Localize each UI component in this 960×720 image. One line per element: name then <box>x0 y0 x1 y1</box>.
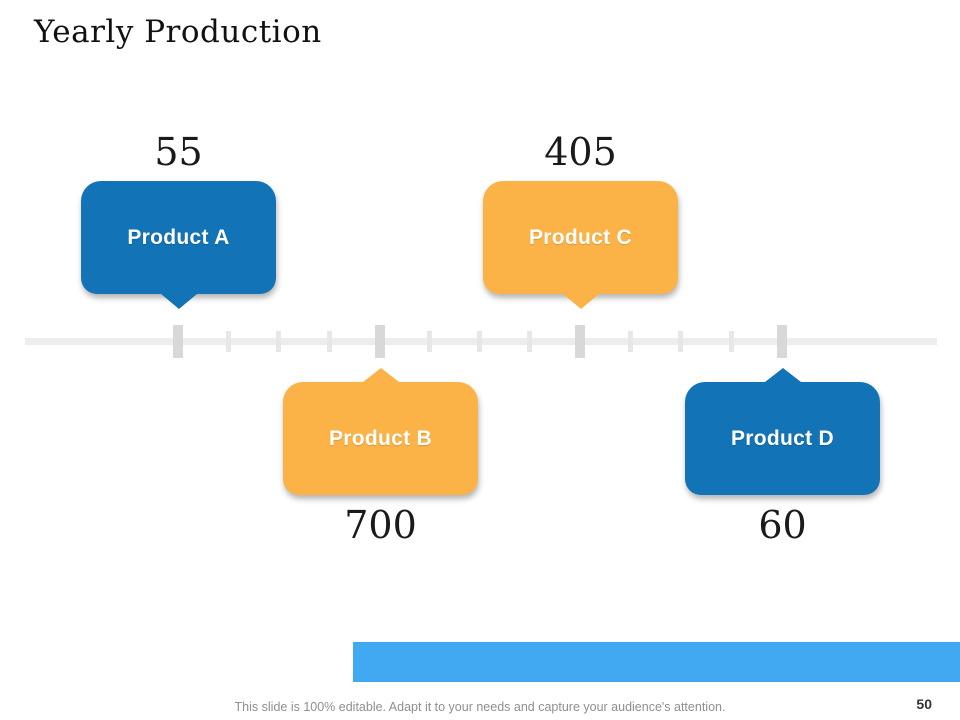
timeline-major-tick <box>575 325 585 358</box>
callout-product-d[interactable]: Product D <box>685 368 880 495</box>
value-product-b: 700 <box>344 503 417 547</box>
callout-tail-up-icon <box>764 368 801 382</box>
callout-product-b[interactable]: Product B <box>283 368 478 495</box>
page-title: Yearly Production <box>34 14 322 50</box>
value-product-c: 405 <box>544 130 617 174</box>
timeline-major-tick <box>173 325 183 358</box>
timeline-minor-tick <box>678 331 683 352</box>
callout-product-a[interactable]: Product A <box>81 181 276 309</box>
timeline-minor-tick <box>527 331 532 352</box>
timeline-minor-tick <box>327 331 332 352</box>
timeline-minor-tick <box>427 331 432 352</box>
timeline-minor-tick <box>477 331 482 352</box>
value-product-d: 60 <box>758 503 807 547</box>
timeline-minor-tick <box>628 331 633 352</box>
callout-tail-down-icon <box>562 294 599 309</box>
timeline-minor-tick <box>729 331 734 352</box>
footer-note: This slide is 100% editable. Adapt it to… <box>234 700 726 714</box>
timeline-major-tick <box>375 325 385 358</box>
callout-product-c[interactable]: Product C <box>483 181 678 309</box>
callout-product-c-label: Product C <box>528 225 633 249</box>
timeline-minor-tick <box>226 331 231 352</box>
callout-tail-down-icon <box>160 294 197 309</box>
callout-product-b-label: Product B <box>328 426 433 450</box>
callout-tail-up-icon <box>362 368 399 382</box>
timeline-major-tick <box>777 325 787 358</box>
page-number: 50 <box>916 696 932 712</box>
bottom-accent-bar <box>353 642 960 682</box>
value-product-a: 55 <box>154 130 203 174</box>
callout-product-d-label: Product D <box>730 426 835 450</box>
timeline-minor-tick <box>276 331 281 352</box>
callout-product-a-label: Product A <box>127 225 230 249</box>
